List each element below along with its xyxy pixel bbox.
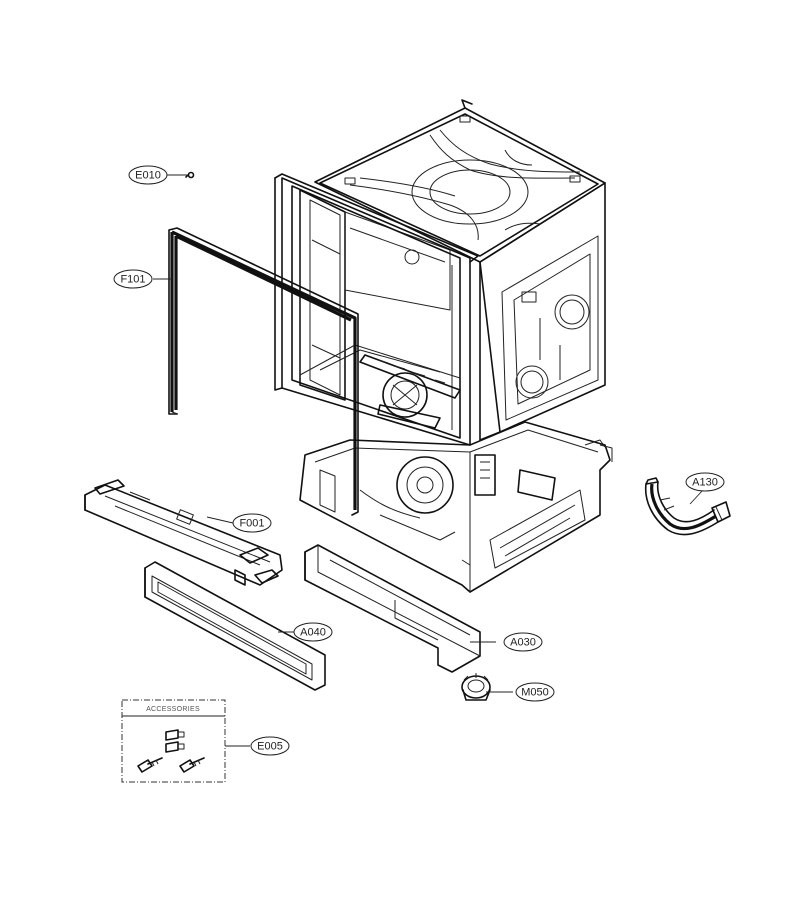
accessories-box: [121, 699, 226, 783]
callout-label: F001: [239, 518, 264, 530]
hose-part: [644, 477, 731, 536]
callout-oval: [128, 165, 168, 185]
callout-label: E005: [257, 741, 283, 753]
callout-m050: M050: [515, 682, 555, 702]
callout-label: A030: [510, 637, 536, 649]
callout-e010: E010: [128, 165, 168, 185]
screw-icon: [179, 757, 205, 773]
callout-label: A040: [300, 627, 326, 639]
callout-label: F101: [120, 274, 145, 286]
front-bracket-part: [84, 479, 283, 586]
callout-label: E010: [135, 170, 161, 182]
callout-f101: F101: [113, 269, 153, 289]
accessories-group: ACCESSORIES: [121, 699, 226, 783]
kick-panel-part: [144, 561, 326, 691]
insulation-block-part: [304, 544, 481, 673]
callout-oval: [503, 632, 543, 652]
callout-oval: [685, 472, 725, 492]
callout-label: A130: [692, 477, 718, 489]
leader-lines: [153, 174, 704, 747]
callout-oval: [515, 682, 555, 702]
callout-oval: [113, 269, 153, 289]
callout-oval: [250, 736, 290, 756]
callout-oval: [232, 513, 272, 533]
callout-a130: A130: [685, 472, 725, 492]
screw-icon: [137, 757, 163, 773]
accessories-title: ACCESSORIES: [146, 706, 200, 713]
callout-label: M050: [521, 687, 549, 699]
clip-icon: [165, 741, 185, 753]
knob-part: [461, 673, 491, 701]
callout-a030: A030: [503, 632, 543, 652]
door-gasket-part: [168, 227, 359, 516]
tub-assembly: [274, 99, 613, 593]
callout-oval: [293, 622, 333, 642]
callout-f001: F001: [232, 513, 272, 533]
callout-e005: E005: [250, 736, 290, 756]
clip-icon: [165, 729, 185, 741]
callout-a040: A040: [293, 622, 333, 642]
